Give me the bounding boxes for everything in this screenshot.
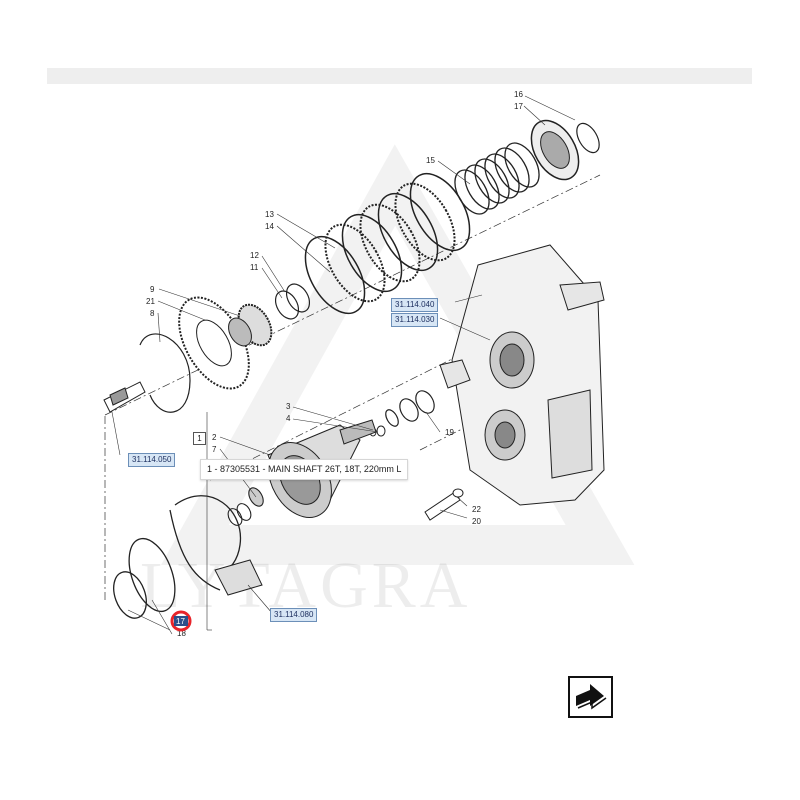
arrow-icon (576, 684, 607, 710)
part-label-17: 17 (176, 617, 185, 626)
part-label-8: 8 (150, 309, 155, 318)
selected-item-box[interactable]: 1 (193, 432, 206, 445)
part-label-15: 16 (514, 90, 523, 99)
part-label-16: 17 (514, 102, 523, 111)
piston-16 (530, 119, 600, 181)
leader-lines (111, 95, 576, 635)
ref-link-080[interactable]: 31.114.080 (270, 608, 318, 622)
rings-19 (385, 390, 435, 427)
part-label-21: 20 (472, 517, 481, 526)
part-label-2: 2 (212, 433, 217, 442)
bolt-21-22 (424, 488, 464, 521)
highlight-box (174, 616, 188, 626)
spring-14 (454, 142, 540, 215)
gear-9 (228, 303, 273, 347)
part-number-labels: 16 17 15 13 14 12 11 9 21 8 3 4 19 2 7 2… (146, 90, 523, 638)
ref-link-040[interactable]: 31.114.040 (391, 298, 439, 312)
navigate-arrow-button[interactable] (568, 676, 613, 718)
part-tooltip: 1 - 87305531 - MAIN SHAFT 26T, 18T, 220m… (200, 459, 409, 480)
part-label-10: 11 (250, 263, 259, 272)
part-label-12: 13 (265, 210, 274, 219)
gearbox-housing (439, 244, 605, 506)
ref-link-050[interactable]: 31.114.050 (128, 453, 176, 467)
header-bar (47, 68, 752, 84)
snap-ring-8 (139, 333, 191, 413)
selected-part-17[interactable]: 17 (170, 610, 192, 632)
part-label-14: 15 (426, 156, 435, 165)
part-label-4: 4 (286, 414, 291, 423)
shaft-left (103, 381, 146, 413)
highlight-circle (170, 610, 192, 632)
part-label-19: 19 (445, 428, 454, 437)
part-label-7: 7 (212, 445, 217, 454)
part-label-20: 21 (146, 297, 155, 306)
ref-link-030[interactable]: 31.114.030 (391, 313, 439, 327)
rings-10-11 (274, 283, 311, 320)
part-label-18: 18 (177, 629, 186, 638)
part-label-11: 12 (250, 251, 259, 260)
part-label-3: 3 (286, 402, 291, 411)
part-label-9: 9 (150, 285, 155, 294)
part-label-22: 22 (472, 505, 481, 514)
part-label-13: 14 (265, 222, 274, 231)
band-actuator (214, 559, 263, 596)
clutch-pack (304, 172, 471, 315)
